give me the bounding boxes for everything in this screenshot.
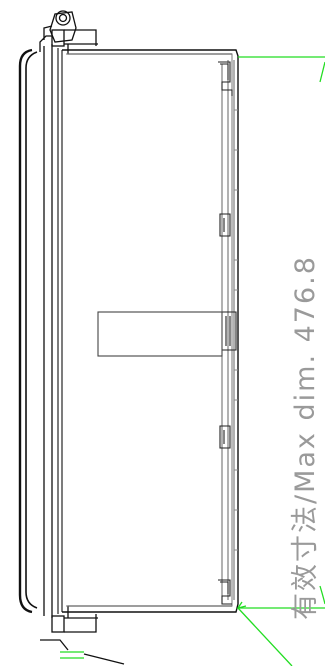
bottom-hinge-marker [60, 651, 84, 659]
top-hinge [39, 10, 77, 52]
dimension-label: 有效寸法/Max dim. 476.8 [290, 255, 321, 620]
rail-clips [218, 61, 237, 605]
leader-line [237, 607, 293, 666]
dimension-arrow-top [319, 61, 325, 83]
leader-arrow [236, 601, 247, 610]
mounting-plate [97, 311, 223, 357]
door-frame [18, 44, 63, 618]
enclosure-body [62, 49, 239, 613]
rail-notches [234, 109, 238, 551]
bottom-lever [83, 653, 125, 665]
